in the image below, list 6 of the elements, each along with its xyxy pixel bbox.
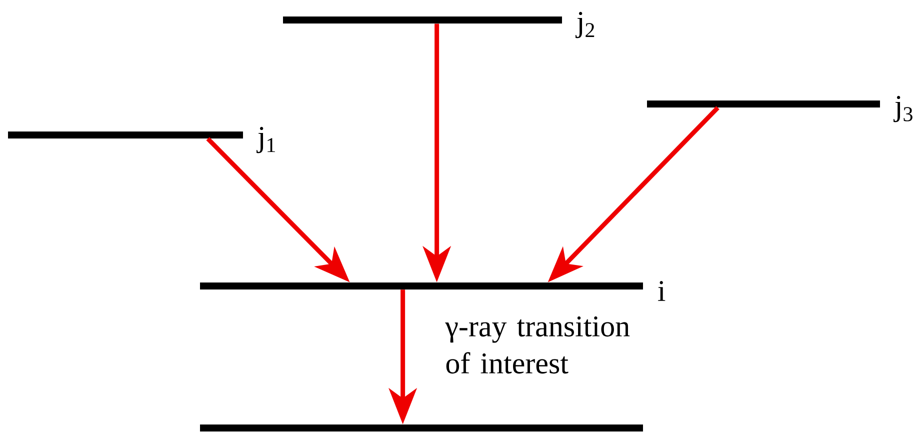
level-label: i [658, 281, 666, 301]
level-label: j$_{2}$ [576, 12, 594, 38]
level-label: j$_{1}$ [256, 126, 275, 154]
energy-level-bar [200, 424, 643, 432]
edge-label: γ-ray transition of interest [445, 316, 630, 374]
level-label: j$_{3}$ [894, 96, 912, 122]
